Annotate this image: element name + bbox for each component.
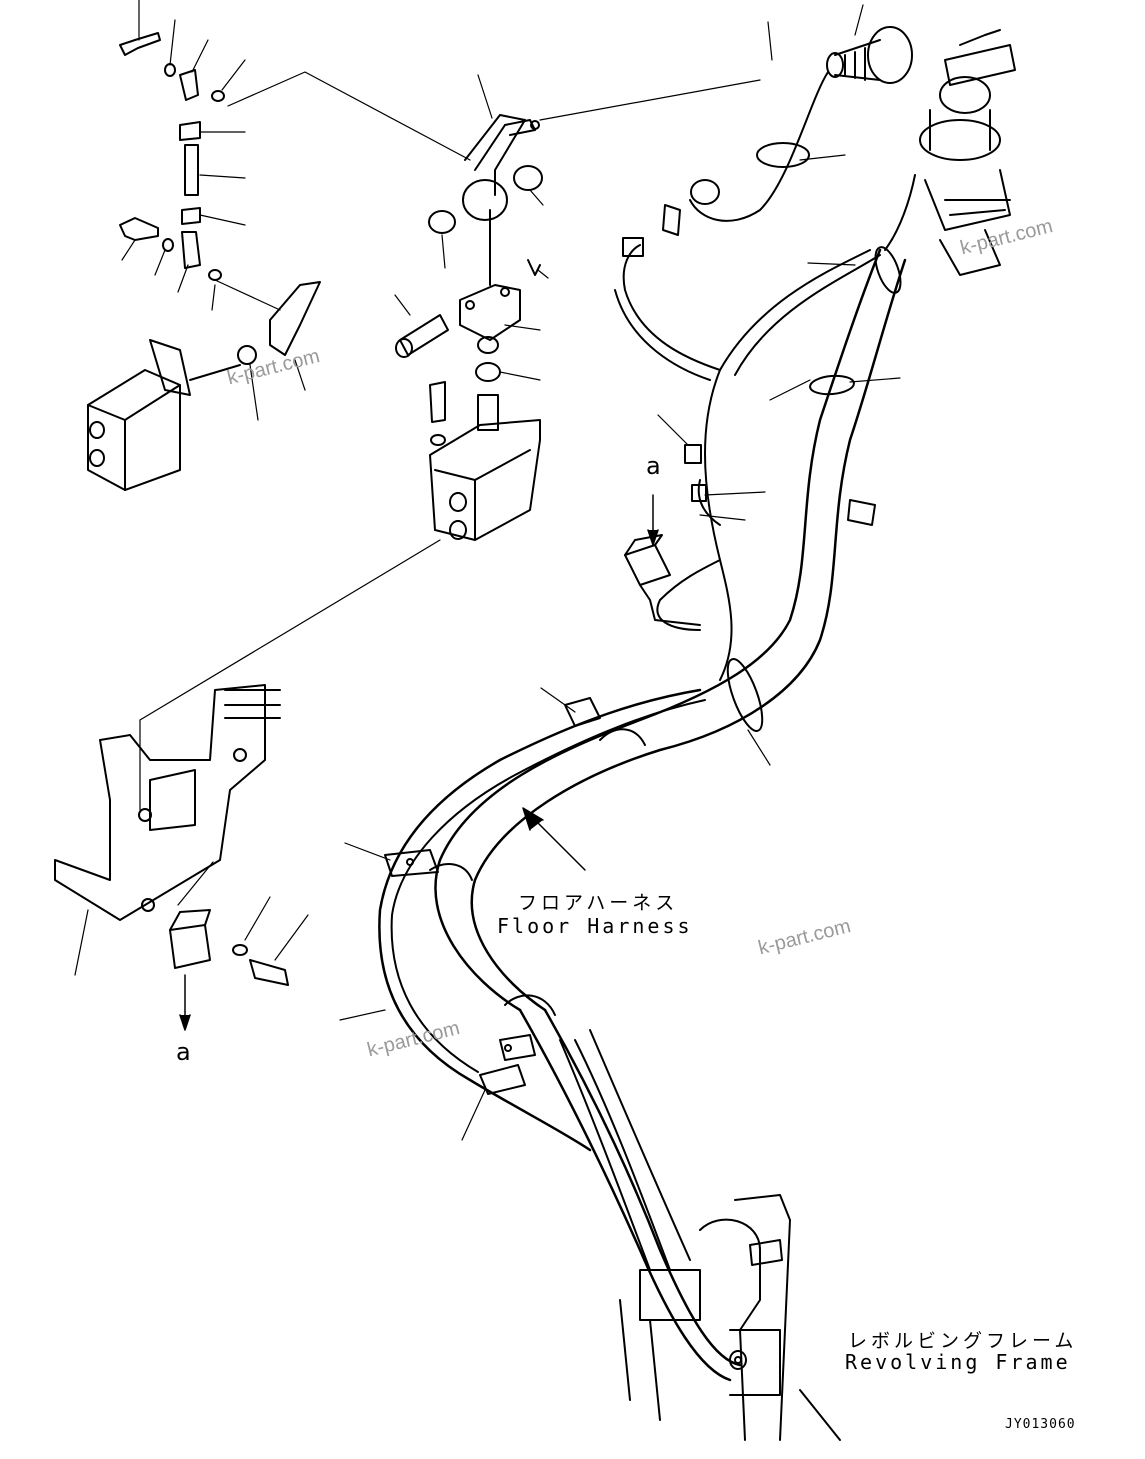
leader-lines — [74, 0, 901, 1141]
connector — [684, 444, 702, 464]
floor-harness-label-jp: フロアハーネス — [518, 892, 679, 914]
fasteners-upper-left — [119, 32, 257, 365]
ref-a-lower: a — [176, 1038, 191, 1066]
link-parts — [395, 114, 543, 382]
relay-bracket — [54, 684, 289, 986]
key-switch-harness — [614, 174, 916, 681]
ref-a-upper: a — [646, 452, 661, 480]
solenoid-valve-left — [87, 281, 321, 491]
drawing-code: JY013060 — [1005, 1417, 1076, 1432]
floor-harness — [378, 246, 907, 1382]
revolving-frame — [619, 1194, 841, 1441]
floor-harness-label-en: Floor Harness — [497, 914, 693, 938]
solenoid-valve-center — [429, 381, 541, 541]
revolving-frame-label-jp: レボルビングフレーム — [848, 1330, 1078, 1352]
revolving-frame-label-en: Revolving Frame — [845, 1350, 1071, 1374]
relay-a — [624, 534, 701, 626]
reference-arrows — [179, 494, 659, 1031]
key-switch — [919, 29, 1016, 276]
grommet-cap — [662, 26, 913, 236]
